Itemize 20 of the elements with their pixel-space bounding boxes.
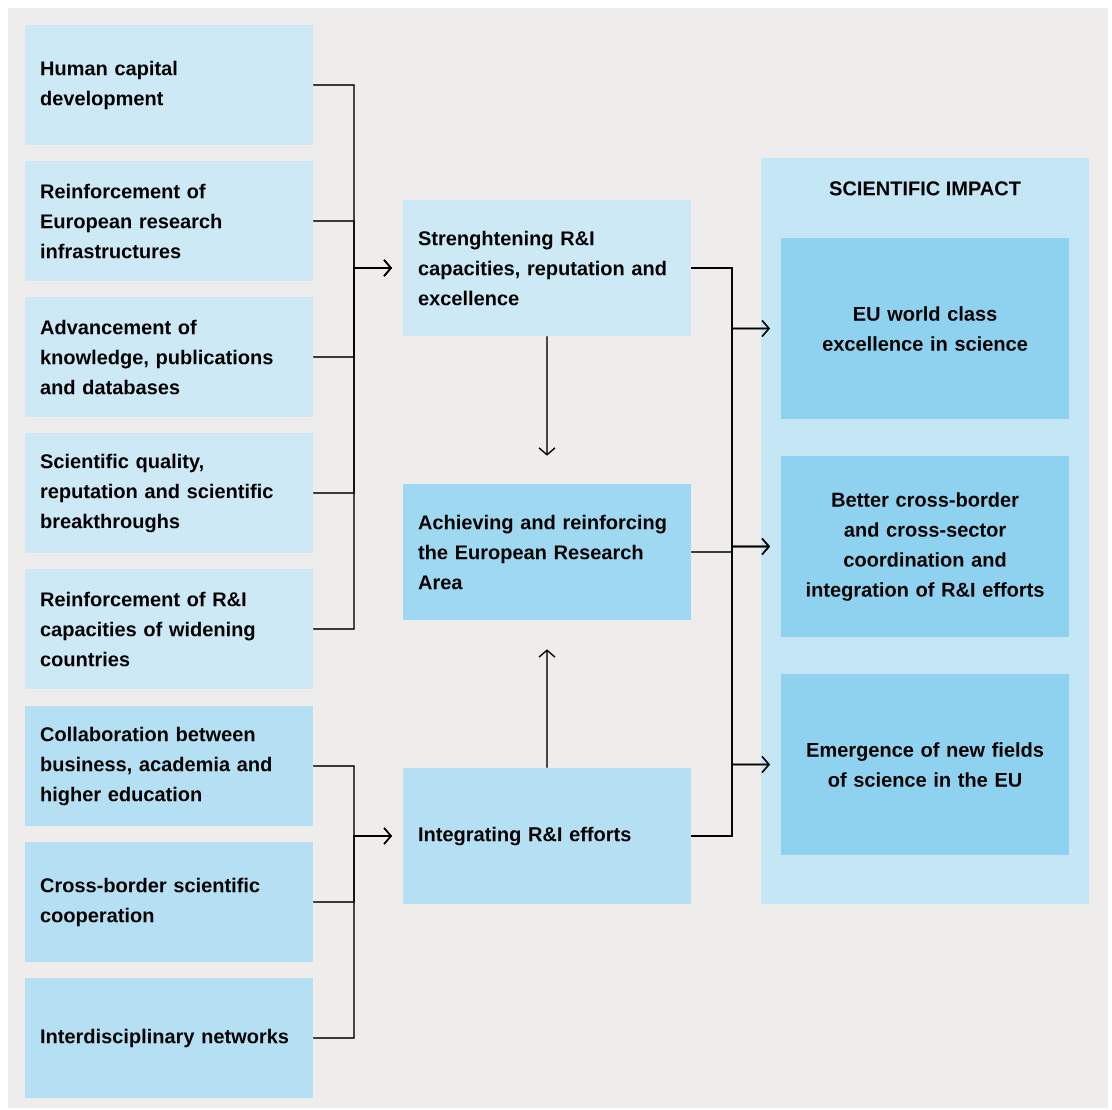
input-box: Advancement of knowledge, publications and databases — [25, 297, 313, 417]
input-box: Human capital development — [25, 25, 313, 145]
arrow — [312, 259, 392, 630]
arrow — [538, 335, 556, 456]
arrow — [690, 755, 770, 837]
input-box: Collaboration between business, academia and higher education — [25, 706, 313, 826]
arrow — [538, 649, 556, 769]
input-box: Scientific quality, reputation and scientific breakthroughs — [25, 433, 313, 553]
input-box: Interdisciplinary networks — [25, 978, 313, 1098]
input-box: Reinforcement of R&I capacities of widening countries — [25, 569, 313, 689]
impact-box: Emergence of new fields of science in the EU — [781, 674, 1069, 855]
arrow — [690, 537, 770, 556]
process-box: Integrating R&I efforts — [403, 768, 691, 904]
impact-box: EU world class excellence in science — [781, 238, 1069, 419]
process-box: Strenghtening R&I capacities, reputation and excellence — [403, 200, 691, 336]
impact-box: Better cross-border and cross-sector coordination and integration of R&I efforts — [781, 456, 1069, 637]
process-box: Achieving and reinforcing the European Research Area — [403, 484, 691, 620]
input-box: Reinforcement of European research infrastructures — [25, 161, 313, 281]
arrow — [312, 827, 392, 1039]
input-box: Cross-border scientific cooperation — [25, 842, 313, 962]
